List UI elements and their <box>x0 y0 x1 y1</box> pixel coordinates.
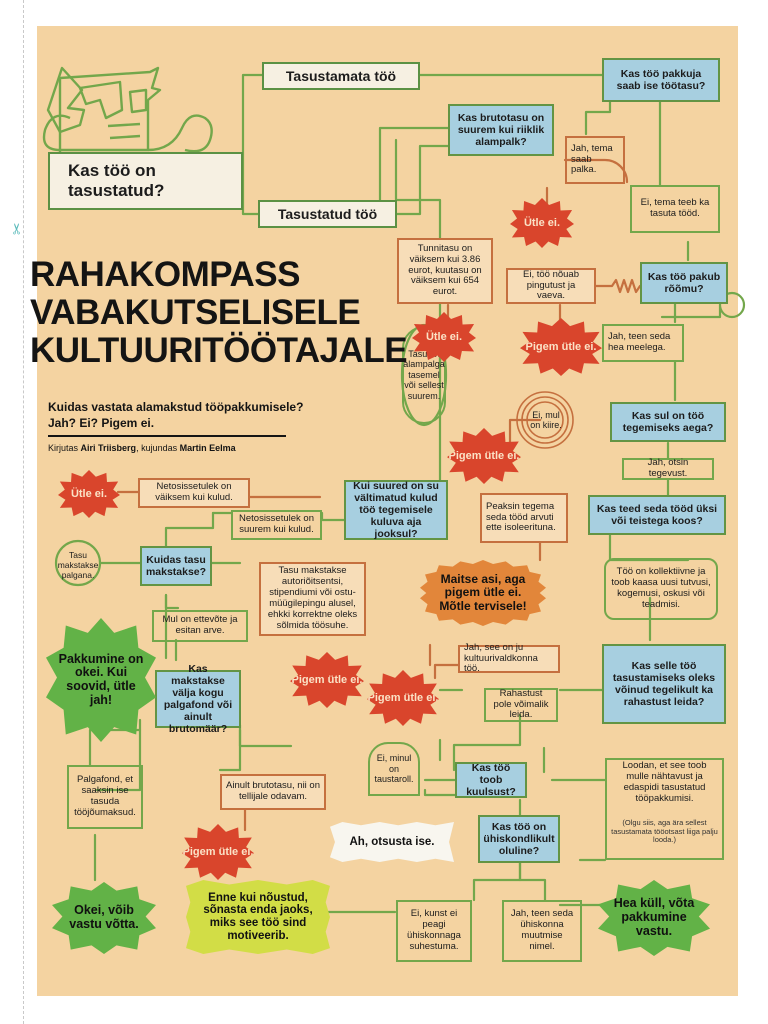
question-fame: Kas töö toob kuulsust? <box>455 762 527 798</box>
answer-collective: Töö on kollektiivne ja toob kaasa uusi t… <box>604 558 718 620</box>
answer-no-stress: Ei, töö nõuab pingutust ja vaeva. <box>506 268 596 304</box>
answer-yes-salary: Jah, tema saab palka. <box>565 136 625 184</box>
byline-lead: Kirjutas <box>48 443 79 453</box>
title-line: RAHAKOMPASS <box>30 255 300 294</box>
question-funding: Kas selle töö tasustamiseks oleks võinud… <box>602 644 726 724</box>
cut-line <box>23 0 24 1024</box>
answer-have-company: Mul on ettevõte ja esitan arve. <box>152 610 248 642</box>
node-unpaid: Tasustamata töö <box>262 62 420 90</box>
answer-no-free: Ei, tema teeb ka tasuta tööd. <box>630 185 720 233</box>
answer-alone-isolated: Peaksin tegema seda tööd arvuti ette iso… <box>480 493 568 543</box>
answer-hope-note: (Olgu siis, aga ära sellest tasustamata … <box>605 806 724 860</box>
node-paid: Tasustatud töö <box>258 200 397 228</box>
burst-motivation: Enne kui nõustud, sõnasta enda jaoks, mi… <box>186 880 330 954</box>
answer-no-busy: Ei, mul on kiire. <box>530 409 562 430</box>
lede: Kuidas vastata alamakstud tööpakkumisele… <box>48 400 348 431</box>
burst-taste: Maitse asi, aga pigem ütle ei. Mõtle ter… <box>420 560 546 626</box>
answer-fee-contract: Tasu makstakse autoriõitsentsi, stipendi… <box>259 562 366 636</box>
lede-line: Kuidas vastata alamakstud tööpakkumisele… <box>48 400 304 414</box>
question-joy: Kas töö pakub rõõmu? <box>640 262 728 304</box>
answer-yes-culture: Jah, see on ju kultuurivaldkonna töö. <box>458 642 560 674</box>
byline-author: Airi Triisberg <box>80 443 137 453</box>
byline: Kirjutas Airi Triisberg, kujundas Martin… <box>48 443 348 453</box>
title-line: VABAKUTSELISELE <box>30 292 361 332</box>
question-how-paid: Kuidas tasu makstakse? <box>140 546 212 586</box>
answer-hope-visibility: Loodan, et see toob mulle nähtavust ja e… <box>605 758 724 806</box>
question-time: Kas sul on töö tegemiseks aega? <box>610 402 726 442</box>
answer-yes-looking: Jah, otsin tegevust. <box>622 457 714 480</box>
node-start: Kas töö on tasustatud? <box>48 152 243 210</box>
question-alone: Kas teed seda tööd üksi või teistega koo… <box>588 495 726 535</box>
divider <box>48 435 286 437</box>
answer-hourly-less: Tunnitasu on väiksem kui 3.86 eurot, kuu… <box>397 238 493 304</box>
answer-no-background: Ei, minul on taustaroll. <box>368 742 420 796</box>
answer-yes-gladly: Jah, teen seda hea meelega. <box>602 324 684 362</box>
page-title: RAHAKOMPASS VABAKUTSELISELE KULTUURITÖÖT… <box>30 256 410 369</box>
answer-no-society: Ei, kunst ei peagi ühiskonnaga suhestuma… <box>396 900 472 962</box>
answer-net-more: Netosissetulek on suurem kui kulud. <box>231 510 322 540</box>
answer-salary-paid: Tasu makstakse palgana. <box>57 550 99 580</box>
answer-yes-society: Jah, teen seda ühiskonna muutmise nimel. <box>502 900 582 962</box>
question-costs: Kui suured on su vältimatud kulud töö te… <box>344 480 448 540</box>
question-self-pay: Kas töö pakkuja saab ise töötasu? <box>602 58 720 102</box>
title-line: KULTUURITÖÖTAJALE <box>30 330 408 370</box>
face-mascot-icon <box>42 66 243 160</box>
question-social: Kas töö on ühiskondlikult oluline? <box>478 815 560 863</box>
answer-only-gross: Ainult brutotasu, nii on tellijale odava… <box>220 774 326 810</box>
byline-mid: , kujundas <box>136 443 178 453</box>
burst-decide: Ah, otsusta ise. <box>330 822 454 862</box>
answer-no-funding: Rahastust pole võimalik leida. <box>484 688 558 722</box>
byline-designer: Martin Eelma <box>179 443 236 453</box>
answer-payroll-fund: Palgafond, et saaksin ise tasuda tööjõum… <box>67 765 143 829</box>
question-payroll: Kas makstakse välja kogu palgafond või a… <box>155 663 241 735</box>
lede-line: Jah? Ei? Pigem ei. <box>48 415 155 430</box>
question-gross: Kas brutotasu on suurem kui riiklik alam… <box>448 104 554 156</box>
answer-net-less: Netosissetulek on väiksem kui kulud. <box>138 478 250 508</box>
